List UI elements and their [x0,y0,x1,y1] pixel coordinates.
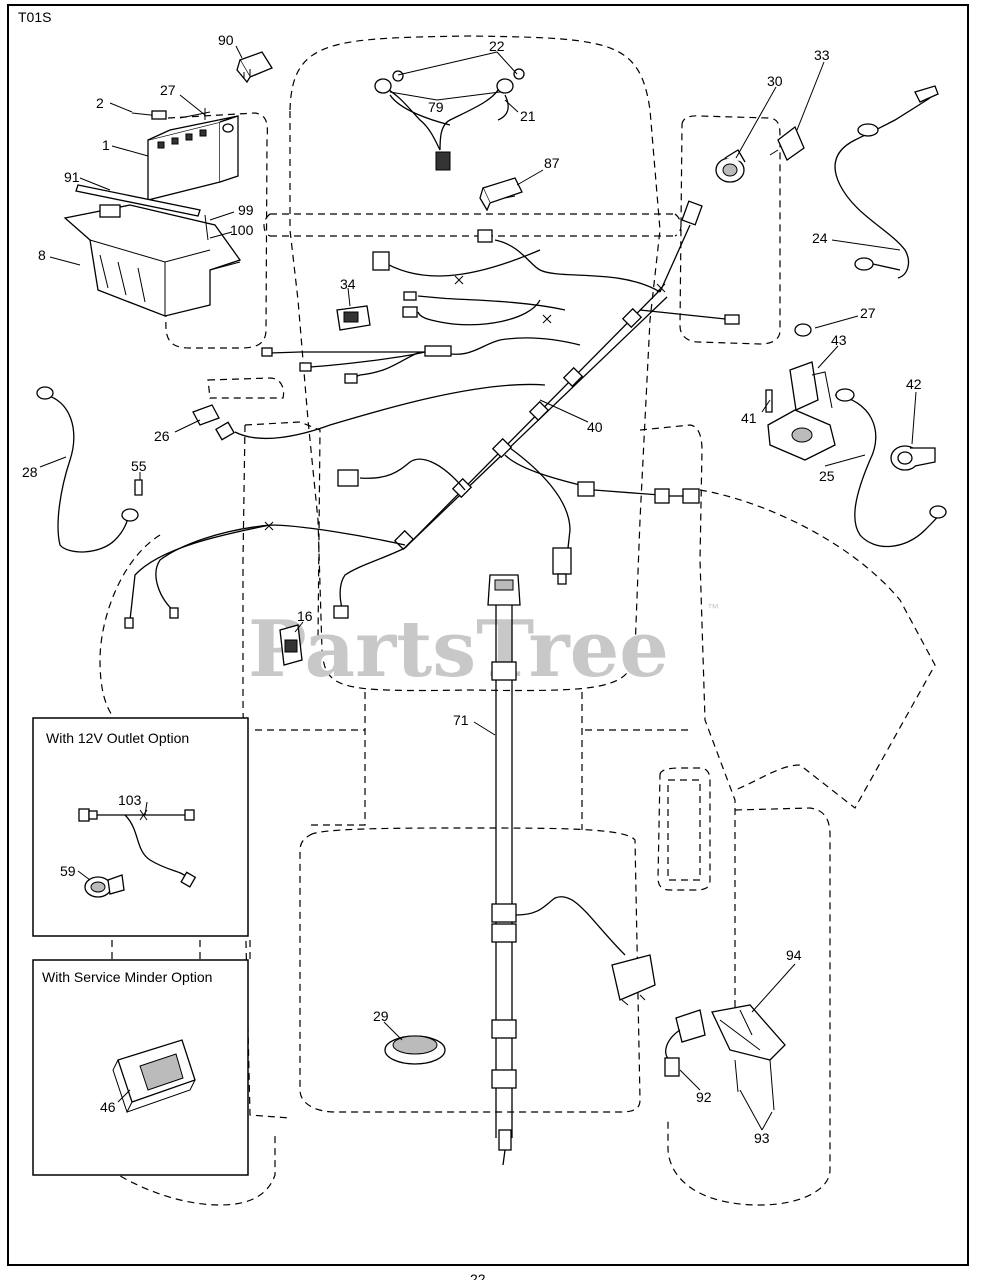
callout-28: 28 [22,464,38,480]
part-29 [384,1035,446,1065]
part-33 [769,125,805,161]
callout-94: 94 [786,947,802,963]
callout-30: 30 [767,73,783,89]
callout-22: 22 [489,38,505,54]
callout-27-nut: 27 [860,305,876,321]
callout-91: 91 [64,169,80,185]
part-battery [131,108,239,201]
callout-100: 100 [230,222,254,238]
inset-12v-outlet: With 12V Outlet Option [32,717,249,937]
callout-41: 41 [741,410,757,426]
part-headlights [374,68,525,171]
callout-71: 71 [453,712,469,728]
callout-59: 59 [60,863,76,879]
part-28 [36,386,139,553]
callout-43: 43 [831,332,847,348]
main-harness [124,200,740,629]
part-34 [336,305,371,331]
callout-99: 99 [238,202,254,218]
callout-1: 1 [102,137,110,153]
watermark: PartsTree [248,604,669,695]
part-87 [479,177,523,212]
callout-27-battery: 27 [160,82,176,98]
callouts [39,45,917,1131]
callout-34: 34 [340,276,356,292]
callout-8: 8 [38,247,46,263]
part-battery-tray [63,204,242,317]
callout-24: 24 [812,230,828,246]
callout-92: 92 [696,1089,712,1105]
callout-79: 79 [428,99,444,115]
callout-33: 33 [814,47,830,63]
part-91 [75,184,201,217]
trademark: ™ [707,601,719,615]
part-43 [767,361,836,461]
part-42 [890,445,936,471]
callout-40: 40 [587,419,603,435]
callout-103: 103 [118,792,142,808]
inset-service-minder: With Service Minder Option [32,959,249,1176]
callout-42: 42 [906,376,922,392]
diagram-code: T01S [18,9,51,25]
inset-service-title: With Service Minder Option [42,969,212,985]
part-94 [664,1004,786,1111]
callout-29: 29 [373,1008,389,1024]
tractor-outline [99,35,936,1206]
part-55 [134,479,143,496]
callout-2: 2 [96,95,104,111]
callout-55: 55 [131,458,147,474]
callout-90: 90 [218,32,234,48]
callout-21: 21 [520,108,536,124]
part-27-nut [794,323,812,337]
callout-93: 93 [754,1130,770,1146]
part-16 [279,624,303,666]
part-30 [715,149,746,183]
callout-46: 46 [100,1099,116,1115]
callout-16: 16 [297,608,313,624]
callout-87: 87 [544,155,560,171]
rear-harness [487,574,656,1166]
part-90 [236,51,273,84]
page-number: 22 [470,1271,486,1280]
callout-26: 26 [154,428,170,444]
callout-25: 25 [819,468,835,484]
part-24 [834,85,939,279]
part-25 [834,388,947,548]
inset-12v-title: With 12V Outlet Option [46,730,189,746]
